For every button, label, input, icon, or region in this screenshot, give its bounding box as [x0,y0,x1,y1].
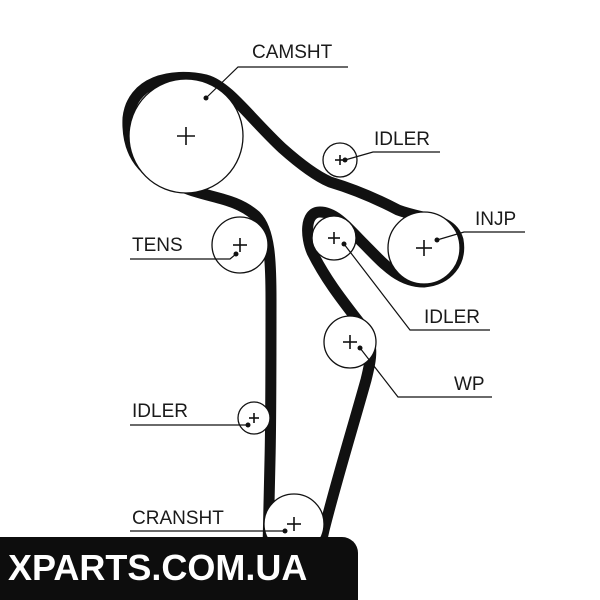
idler-mid-leader [343,243,490,331]
watermark-text: XPARTS.COM.UA [8,547,308,588]
camshaft-pulley [128,78,244,194]
idler-top-leader [344,151,440,161]
label-wp: WP [454,374,485,395]
label-idler-left: IDLER [132,401,188,422]
water-pump-pulley [323,315,377,369]
label-idler-mid: IDLER [424,307,480,328]
label-injp: INJP [475,209,516,230]
idler-left-pulley [237,401,271,435]
timing-belt [122,71,465,554]
idler-top-pulley [322,142,358,178]
idler-mid-pulley [311,215,357,261]
camsht-leader [205,66,348,99]
tens-leader [130,253,237,260]
label-camsht: CAMSHT [252,42,333,63]
injp-leader [436,231,525,241]
label-cransht: CRANSHT [132,508,224,529]
label-idler-top: IDLER [374,129,430,150]
watermark-banner: XPARTS.COM.UA [0,537,358,600]
wp-leader [359,347,492,398]
injection-pump-pulley [387,211,461,285]
tensioner-pulley [211,216,269,274]
label-tens: TENS [132,235,183,256]
